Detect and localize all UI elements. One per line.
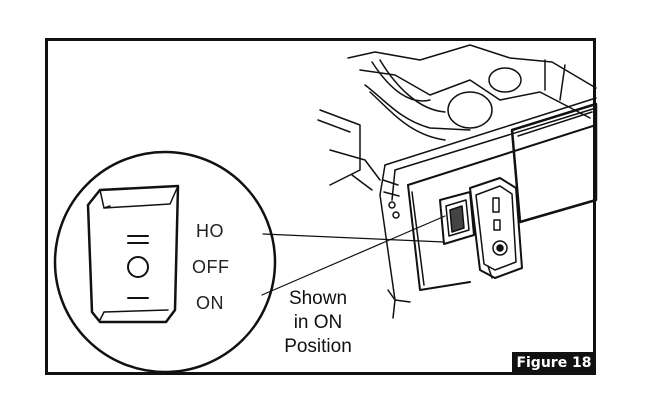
- label-off: OFF: [192, 257, 230, 277]
- position-caption: Shown in ON Position: [258, 287, 378, 359]
- label-ho: HO: [196, 221, 224, 241]
- label-on: ON: [196, 293, 224, 313]
- callout-leader-lines: [261, 215, 446, 296]
- access-door: [469, 177, 523, 279]
- caption-line-3: Position: [284, 336, 352, 357]
- equipment-housing: [317, 44, 597, 191]
- caption-line-2: in ON: [293, 312, 343, 333]
- caption-line-1: Shown: [288, 288, 348, 309]
- control-panel: [379, 97, 598, 319]
- figure-frame: [45, 38, 596, 375]
- figure-number-badge: Figure 18: [512, 352, 596, 375]
- panel-rocker-switch: [439, 191, 475, 245]
